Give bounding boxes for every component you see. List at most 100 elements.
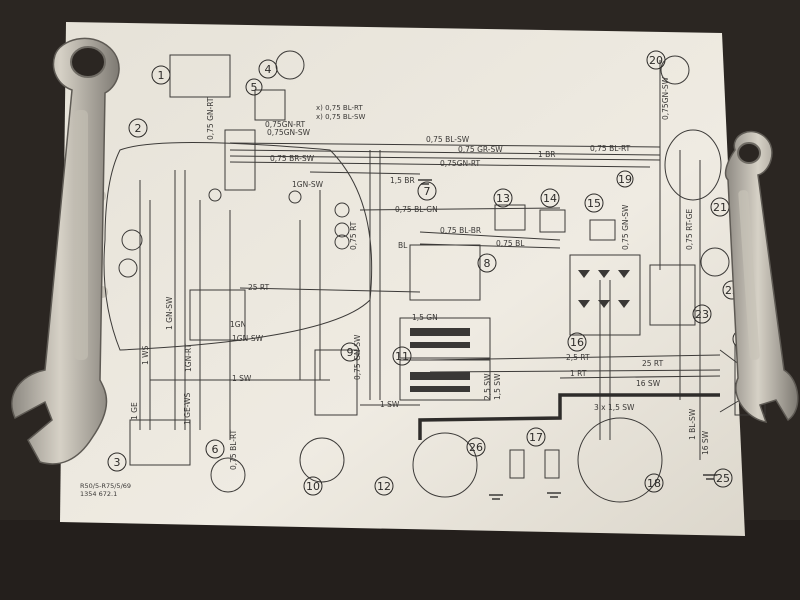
wire-label: 1 SW bbox=[232, 374, 252, 383]
component-box bbox=[544, 449, 560, 479]
wire-label: 0,75 BL-RT bbox=[590, 144, 631, 153]
wire-label: 0,75 GN-RT bbox=[206, 97, 215, 140]
component-box bbox=[409, 244, 481, 301]
component-box bbox=[189, 289, 246, 341]
legend-line: x) 0,75 BL-RT bbox=[316, 104, 363, 112]
wire-label: 1GN-RT bbox=[184, 343, 193, 372]
label-6: 6 bbox=[212, 443, 219, 456]
component-box bbox=[509, 449, 525, 479]
wire-label: 0,75GN-SW bbox=[661, 76, 670, 120]
lamp bbox=[660, 55, 690, 85]
lamp bbox=[210, 457, 246, 493]
wire-label: 0,75 RT bbox=[349, 221, 358, 250]
label-5: 5 bbox=[251, 81, 258, 94]
wire-label: 1 BR bbox=[538, 150, 556, 159]
component-box bbox=[399, 317, 491, 359]
component-box bbox=[224, 129, 256, 191]
wire-label: 0,75 BR-SW bbox=[270, 154, 315, 163]
wire-label: 1 BL-SW bbox=[688, 408, 697, 440]
component-box bbox=[399, 359, 491, 401]
wire-label: 0,75 BL-RT bbox=[229, 429, 238, 470]
label-20: 20 bbox=[649, 54, 663, 67]
wire-label: 1 SW bbox=[380, 400, 400, 409]
wire bbox=[429, 354, 721, 361]
indicator-lamp bbox=[334, 202, 350, 218]
label-25: 25 bbox=[716, 472, 730, 485]
wire-label: 1 GE bbox=[130, 402, 139, 420]
wire-label: 25 RT bbox=[248, 283, 270, 292]
caption-line: R50/5-R75/5/69 bbox=[80, 482, 131, 490]
headlamp-outline bbox=[103, 142, 373, 351]
wrench-right bbox=[724, 130, 799, 423]
wire-label: 2,5 RT bbox=[566, 353, 590, 362]
label-23: 23 bbox=[695, 308, 709, 321]
horn bbox=[299, 437, 345, 483]
label-9: 9 bbox=[347, 346, 354, 359]
wire-label: 0,75 GR-SW bbox=[458, 145, 503, 154]
wire-label: 0,75 RT-GE bbox=[685, 209, 694, 250]
component-box bbox=[129, 419, 191, 466]
wire bbox=[429, 369, 721, 373]
label-7: 7 bbox=[424, 185, 431, 198]
label-10: 10 bbox=[306, 480, 320, 493]
wire-label: 0,75 BL-SW bbox=[426, 135, 470, 144]
component-box bbox=[569, 254, 641, 336]
indicator-lamp bbox=[288, 190, 302, 204]
label-26: 26 bbox=[469, 441, 483, 454]
legend-line: x) 0,75 BL-SW bbox=[316, 113, 365, 121]
indicator-lamp bbox=[118, 258, 138, 278]
component-box bbox=[649, 264, 696, 326]
wire-label: BL bbox=[398, 241, 408, 250]
wire bbox=[419, 231, 561, 241]
tail-light bbox=[664, 129, 722, 201]
wire-label: 0,75GN-RT bbox=[440, 159, 480, 168]
wire-label: 1 GE-WS bbox=[183, 392, 192, 425]
indicator-lamp bbox=[121, 229, 143, 251]
wire-label: 1GN-SW bbox=[232, 334, 264, 343]
wire-label: 0,75 BL bbox=[496, 239, 525, 248]
label-13: 13 bbox=[496, 192, 510, 205]
wire-label: 1 RT bbox=[570, 369, 587, 378]
label-4: 4 bbox=[265, 63, 272, 76]
wire-label: 0,75 GN-SW bbox=[621, 204, 630, 250]
wire-label: 16 SW bbox=[636, 379, 661, 388]
wiring-diagram bbox=[103, 50, 766, 503]
label-17: 17 bbox=[529, 431, 543, 444]
label-15: 15 bbox=[587, 197, 601, 210]
wire-label: 1GN-SW bbox=[292, 180, 324, 189]
wire bbox=[309, 171, 421, 175]
indicator-lamp bbox=[334, 222, 350, 238]
label-1: 1 bbox=[158, 69, 165, 82]
lamp bbox=[700, 247, 730, 277]
wire-label: 0,75 GN-SW bbox=[353, 334, 362, 380]
wire-label: 0,75GN-RT bbox=[265, 120, 305, 129]
diagram-paper bbox=[60, 22, 745, 536]
component-box bbox=[254, 89, 286, 121]
component-box bbox=[494, 204, 526, 231]
label-21: 21 bbox=[713, 201, 727, 214]
wire-labels: 0,75 BL-SW 0,75 GR-SW 1 BR 0,75 BL-RT 0,… bbox=[80, 104, 664, 498]
component-box bbox=[314, 349, 358, 416]
wire bbox=[229, 161, 651, 168]
component-labels: 1 2 3 4 5 6 7 8 9 10 11 12 13 14 15 16 1… bbox=[107, 50, 752, 496]
rectifier-diodes bbox=[578, 270, 630, 308]
wire bbox=[229, 155, 661, 161]
label-19: 19 bbox=[618, 173, 632, 186]
wire-label: 3 x 1,5 SW bbox=[594, 403, 635, 412]
wire-label: 1 GN-SW bbox=[165, 296, 174, 330]
label-16: 16 bbox=[570, 336, 584, 349]
component-box bbox=[589, 219, 616, 241]
wire bbox=[359, 207, 561, 211]
caption-line: 1354 672.1 bbox=[80, 490, 117, 498]
label-11: 11 bbox=[395, 350, 409, 363]
wire-label: 1GN bbox=[230, 320, 246, 329]
wrench-left bbox=[11, 37, 120, 465]
wire-label: 1,5 BR bbox=[390, 176, 415, 185]
wire-label: 16 SW bbox=[701, 430, 710, 455]
label-12: 12 bbox=[377, 480, 391, 493]
wire-label: 0,75 BL-GN bbox=[395, 205, 438, 214]
label-14: 14 bbox=[543, 192, 557, 205]
label-2: 2 bbox=[135, 122, 142, 135]
